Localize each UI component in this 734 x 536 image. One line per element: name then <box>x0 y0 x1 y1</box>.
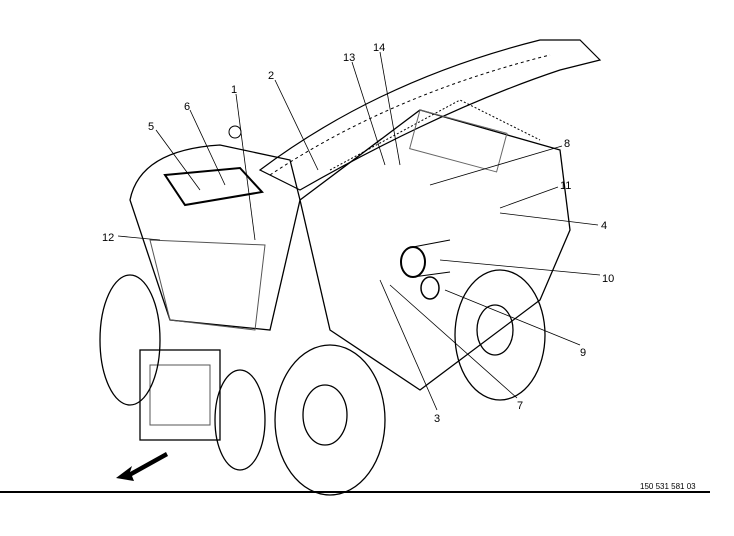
callout-13: 13 <box>343 52 355 64</box>
front-attachment <box>139 349 221 441</box>
callout-1: 1 <box>231 84 237 96</box>
callout-10: 10 <box>602 273 614 285</box>
callout-7: 7 <box>517 400 523 412</box>
callout-8: 8 <box>564 138 570 150</box>
forward-direction-arrow-icon <box>116 452 168 481</box>
air-filter <box>400 239 451 300</box>
callout-3: 3 <box>434 413 440 425</box>
machine-body <box>299 99 571 391</box>
callout-6: 6 <box>184 101 190 113</box>
cab <box>129 125 301 331</box>
callout-14: 14 <box>373 42 385 54</box>
callout-2: 2 <box>268 70 274 82</box>
leader-lines <box>117 51 601 411</box>
callout-4: 4 <box>601 220 607 232</box>
wheels <box>99 269 546 496</box>
callout-5: 5 <box>148 121 154 133</box>
drawing-reference-number: 150 531 581 03 <box>640 482 696 491</box>
callout-11: 11 <box>560 180 571 192</box>
callout-12: 12 <box>102 232 114 244</box>
callout-9: 9 <box>580 347 586 359</box>
discharge-spout <box>258 39 602 191</box>
